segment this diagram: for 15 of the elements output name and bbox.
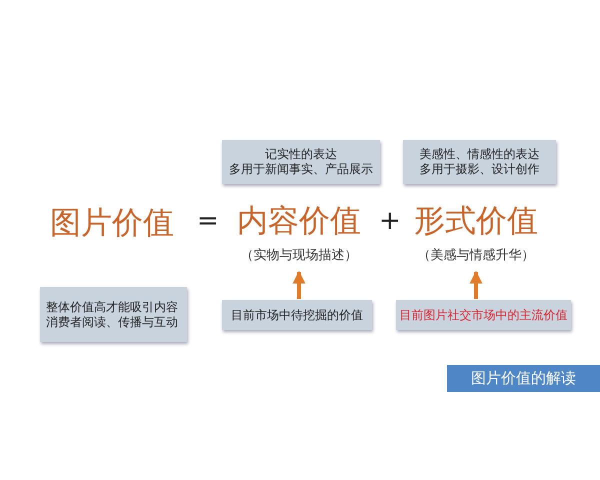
arrow — [470, 270, 482, 299]
value-term: 图片价值 — [50, 204, 174, 243]
note-box: 记实性的表达 多用于新闻事实、产品展示 — [222, 140, 380, 184]
note-box: 美感性、情感性的表达 多用于摄影、设计创作 — [403, 140, 556, 184]
value-term: 形式价值 — [413, 202, 539, 241]
node-label: （美感与情感升华） — [416, 247, 536, 264]
arrow — [292, 270, 306, 299]
note-box: 整体价值高才能吸引内容消费者阅读、传播与互动 — [40, 287, 187, 342]
plus-sign: + — [379, 206, 401, 236]
node-label: （实物与现场描述） — [240, 247, 358, 264]
equals-sign: = — [197, 206, 219, 236]
title-banner: 图片价值的解读 — [447, 365, 600, 392]
note-box: 目前市场中待挖掘的价值 — [222, 300, 372, 330]
note-box: 目前图片社交市场中的主流价值 — [396, 300, 571, 330]
value-term: 内容价值 — [236, 202, 362, 241]
